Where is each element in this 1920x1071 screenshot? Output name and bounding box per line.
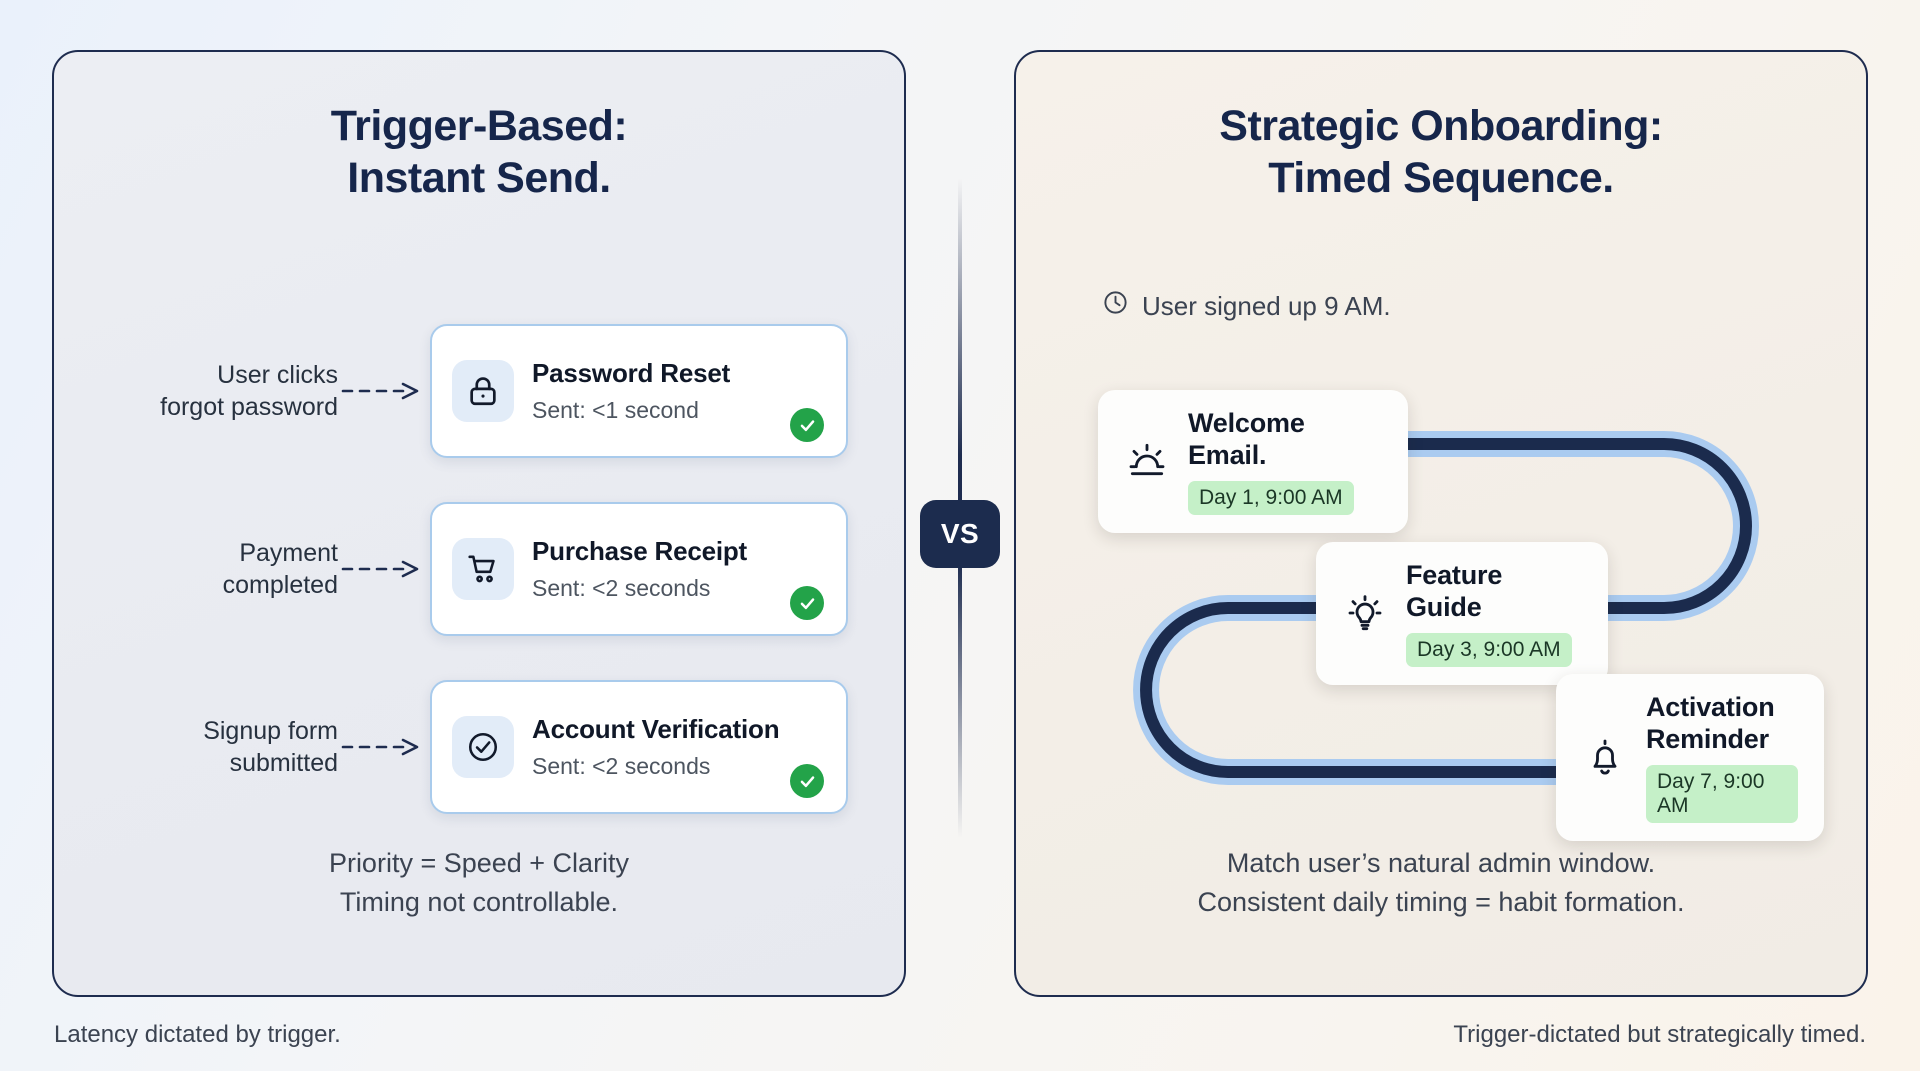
status-check-icon	[790, 764, 824, 798]
trigger-row: User clicks forgot password	[54, 320, 904, 462]
trigger-row: Signup form submitted	[54, 676, 904, 818]
schedule-badge: Day 3, 9:00 AM	[1406, 632, 1572, 667]
email-name: Account Verification	[532, 714, 780, 745]
email-name: Password Reset	[532, 358, 731, 389]
bell-icon	[1578, 737, 1632, 777]
sequence-step-name: Activation Reminder	[1646, 692, 1775, 754]
dashed-arrow-icon	[338, 380, 430, 402]
sequence-step-name: Feature Guide	[1406, 560, 1503, 622]
left-panel-title-line1: Trigger-Based:	[330, 102, 628, 150]
email-card-text: Password Reset Sent: <1 second	[532, 358, 790, 423]
sequence-card[interactable]: Feature Guide Day 3, 9:00 AM	[1316, 542, 1608, 685]
status-check-icon	[790, 408, 824, 442]
clock-icon	[1102, 289, 1129, 323]
sequence-area: Welcome Email. Day 1, 9:00 AM Feature Gu…	[1016, 52, 1866, 995]
sunrise-icon	[1120, 441, 1174, 481]
trigger-row: Payment completed	[54, 498, 904, 640]
left-summary-line2: Timing not controllable.	[339, 886, 619, 917]
sequence-card-text: Feature Guide Day 3, 9:00 AM	[1406, 560, 1582, 667]
trigger-label-line2: forgot password	[160, 393, 338, 421]
sequence-card[interactable]: Activation Reminder Day 7, 9:00 AM	[1556, 674, 1824, 841]
right-panel-summary: Match user’s natural admin window. Consi…	[1016, 844, 1866, 921]
status-check-icon	[790, 586, 824, 620]
left-panel-title-line2: Instant Send.	[347, 154, 611, 203]
trigger-label: Signup form submitted	[128, 715, 338, 780]
vs-badge: VS	[920, 500, 1000, 568]
vs-badge-label: VS	[940, 518, 980, 549]
right-summary-line1: Match user’s natural admin window.	[1226, 848, 1656, 879]
email-card[interactable]: Password Reset Sent: <1 second	[430, 324, 848, 458]
left-footer-caption: Latency dictated by trigger.	[54, 1021, 341, 1048]
check-circle-icon	[452, 716, 514, 778]
signup-note-text: User signed up 9 AM.	[1142, 290, 1391, 321]
email-card[interactable]: Purchase Receipt Sent: <2 seconds	[430, 502, 848, 636]
trigger-label-line2: submitted	[229, 749, 338, 777]
sequence-card[interactable]: Welcome Email. Day 1, 9:00 AM	[1098, 390, 1408, 533]
right-panel-strategic-onboarding: Strategic Onboarding: Timed Sequence. Us…	[1014, 50, 1868, 997]
email-timing: Sent: <2 seconds	[532, 574, 711, 601]
right-panel-title-line1: Strategic Onboarding:	[1219, 102, 1663, 150]
email-card-text: Account Verification Sent: <2 seconds	[532, 714, 790, 779]
email-card-text: Purchase Receipt Sent: <2 seconds	[532, 536, 790, 601]
dashed-arrow-icon	[338, 736, 430, 758]
left-summary-line1: Priority = Speed + Clarity	[328, 848, 630, 879]
trigger-label-line2: completed	[222, 571, 338, 599]
trigger-label-line1: Payment	[239, 538, 338, 567]
trigger-label-line1: User clicks	[217, 360, 338, 389]
left-panel-title: Trigger-Based: Instant Send.	[54, 52, 904, 205]
signup-note: User signed up 9 AM.	[1102, 289, 1391, 323]
left-panel-summary: Priority = Speed + Clarity Timing not co…	[54, 844, 904, 921]
trigger-label: User clicks forgot password	[128, 359, 338, 424]
trigger-rows: User clicks forgot password	[54, 320, 904, 854]
shopping-cart-icon	[452, 538, 514, 600]
email-card[interactable]: Account Verification Sent: <2 seconds	[430, 680, 848, 814]
right-footer-caption: Trigger-dictated but strategically timed…	[1453, 1021, 1866, 1048]
email-timing: Sent: <1 second	[532, 396, 699, 423]
schedule-badge: Day 1, 9:00 AM	[1188, 480, 1354, 515]
trigger-label-line1: Signup form	[203, 716, 338, 745]
sequence-card-text: Activation Reminder Day 7, 9:00 AM	[1646, 692, 1798, 823]
lightbulb-icon	[1338, 593, 1392, 633]
right-panel-title: Strategic Onboarding: Timed Sequence.	[1016, 52, 1866, 205]
lock-icon	[452, 360, 514, 422]
trigger-label: Payment completed	[128, 537, 338, 602]
sequence-step-name: Welcome Email.	[1188, 408, 1305, 470]
schedule-badge: Day 7, 9:00 AM	[1646, 764, 1798, 823]
left-panel-trigger-based: Trigger-Based: Instant Send. User clicks…	[52, 50, 906, 997]
right-panel-title-line2: Timed Sequence.	[1268, 154, 1614, 203]
sequence-card-text: Welcome Email. Day 1, 9:00 AM	[1188, 408, 1382, 515]
email-name: Purchase Receipt	[532, 536, 748, 567]
email-timing: Sent: <2 seconds	[532, 752, 711, 779]
right-summary-line2: Consistent daily timing = habit formatio…	[1197, 886, 1685, 917]
dashed-arrow-icon	[338, 558, 430, 580]
